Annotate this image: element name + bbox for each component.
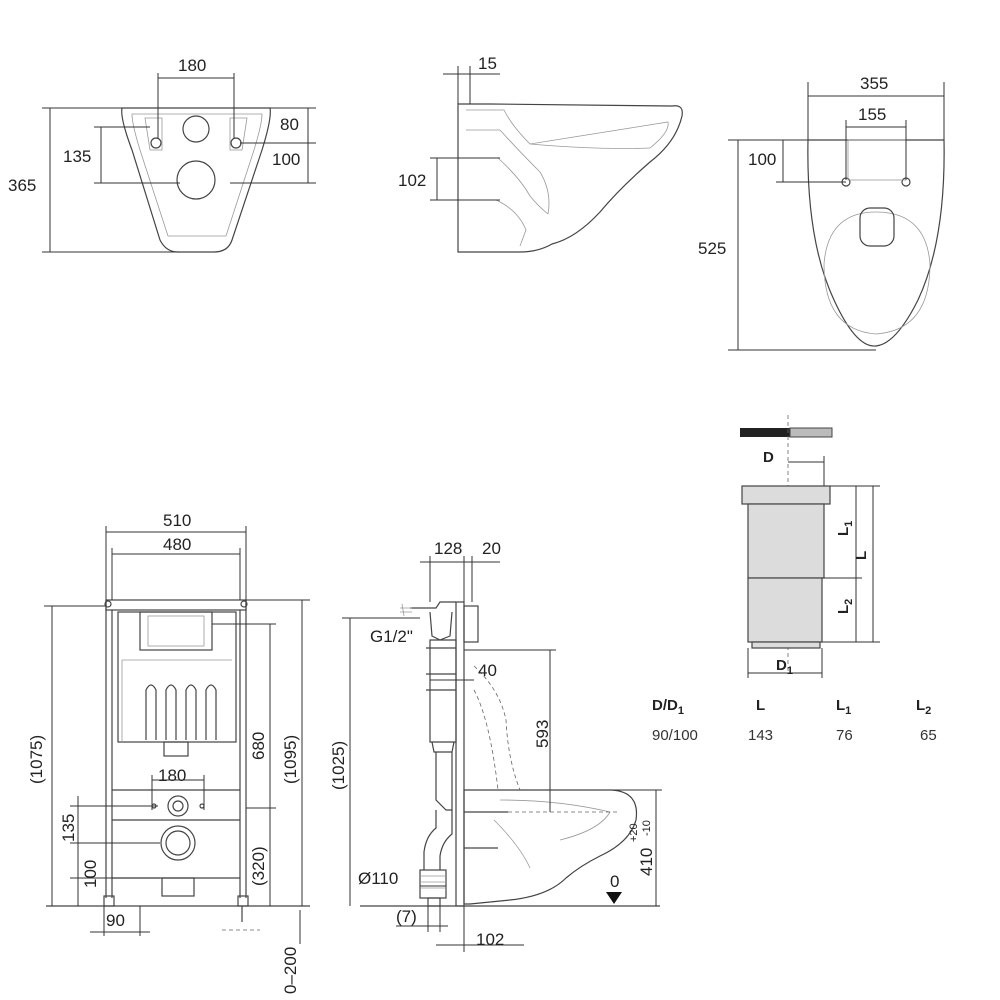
pipe-detail: D D1 L1 L2 L <box>740 415 880 678</box>
dim-365: 365 <box>8 176 36 195</box>
label-g12: G1/2" <box>370 627 413 646</box>
dim-480: 480 <box>163 535 191 554</box>
table-cell: 76 <box>836 727 853 744</box>
label-l: L <box>853 551 870 560</box>
dim-510: 510 <box>163 511 191 530</box>
dimension-table: D/D1 L L1 L2 90/100 143 76 65 <box>652 697 937 744</box>
dim-135-frame: 135 <box>59 814 78 842</box>
dim-180-frame: 180 <box>158 766 186 785</box>
dim-7: (7) <box>396 907 417 926</box>
tol-minus: -10 <box>641 820 653 836</box>
dim-525: 525 <box>698 239 726 258</box>
table-cell: 143 <box>748 727 773 744</box>
dim-102: 102 <box>398 171 426 190</box>
dim-100-frame: 100 <box>81 860 100 888</box>
dim-90: 90 <box>106 911 125 930</box>
dim-1025: (1025) <box>329 741 348 790</box>
frame-front-view: 510 480 (1075) (1095) 680 (320) 180 135 … <box>27 511 310 994</box>
frame-side-view: 128 20 G1/2" (1025) 40 593 410 +20 -10 0… <box>329 539 662 952</box>
bowl-side-view: 15 102 <box>398 54 683 253</box>
bowl-plan-view: 355 155 100 525 <box>698 74 945 351</box>
label-d: D <box>763 449 774 466</box>
dim-40: 40 <box>478 661 497 680</box>
dim-680: 680 <box>249 732 268 760</box>
dim-155: 155 <box>858 105 886 124</box>
table-header-dd1: D/D1 <box>652 697 684 717</box>
dim-plan-100: 100 <box>748 150 776 169</box>
dim-1095: (1095) <box>281 735 300 784</box>
table-cell: 90/100 <box>652 727 698 744</box>
dim-135: 135 <box>63 147 91 166</box>
dim-100: 100 <box>272 150 300 169</box>
tol-plus: +20 <box>628 823 640 842</box>
dim-0-200: 0–200 <box>281 947 300 994</box>
table-header-l1: L1 <box>836 697 851 717</box>
table-header-l: L <box>756 697 765 714</box>
dim-20: 20 <box>482 539 501 558</box>
table-header-l2: L2 <box>916 697 931 717</box>
label-zero: 0 <box>610 872 619 891</box>
dim-102-bottom: 102 <box>476 930 504 949</box>
dim-355: 355 <box>860 74 888 93</box>
dim-320: (320) <box>249 846 268 886</box>
label-l1: L1 <box>835 521 855 536</box>
dim-80: 80 <box>280 115 299 134</box>
label-d1: D1 <box>776 657 793 677</box>
bowl-front-view: 180 80 100 135 365 <box>8 56 316 253</box>
table-cell: 65 <box>920 727 937 744</box>
dim-180: 180 <box>178 56 206 75</box>
dim-410: 410 <box>637 848 656 876</box>
dim-128: 128 <box>434 539 462 558</box>
label-l2: L2 <box>835 599 855 614</box>
dim-15: 15 <box>478 54 497 73</box>
dim-593: 593 <box>533 720 552 748</box>
dim-d110: Ø110 <box>358 869 398 888</box>
dim-1075: (1075) <box>27 735 46 784</box>
